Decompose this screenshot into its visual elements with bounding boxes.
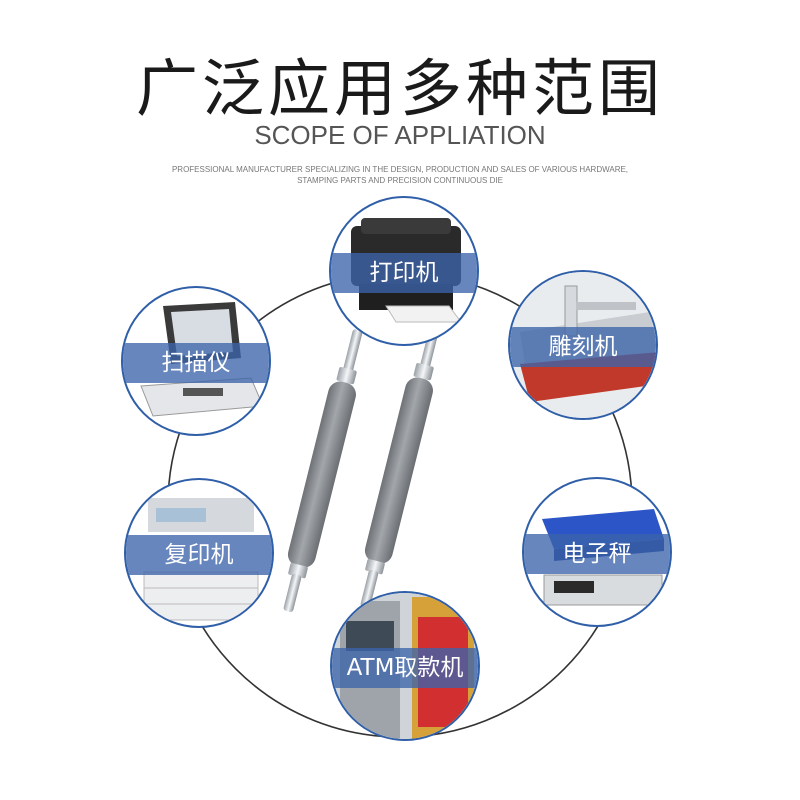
scale-label: 电子秤 bbox=[524, 534, 670, 574]
copier-icon bbox=[143, 498, 259, 621]
page-title: 广泛应用多种范围 bbox=[135, 52, 664, 125]
page-subtitle: SCOPE OF APPLIATION bbox=[254, 120, 546, 150]
company-description: PROFESSIONAL MANUFACTURER SPECIALIZING I… bbox=[160, 164, 640, 186]
engraver-label: 雕刻机 bbox=[510, 327, 656, 367]
application-scanner: 扫描仪 bbox=[121, 286, 271, 436]
application-copier: 复印机 bbox=[124, 478, 274, 628]
description-line-2: STAMPING PARTS AND PRECISION CONTINUOUS … bbox=[297, 176, 503, 185]
application-atm: ATM取款机 bbox=[330, 591, 480, 741]
application-printer: 打印机 bbox=[329, 196, 479, 346]
copier-label: 复印机 bbox=[126, 535, 272, 575]
application-scale: 电子秤 bbox=[522, 477, 672, 627]
application-engraver: 雕刻机 bbox=[508, 270, 658, 420]
printer-label: 打印机 bbox=[331, 253, 477, 293]
scanner-label: 扫描仪 bbox=[123, 343, 269, 383]
atm-label: ATM取款机 bbox=[332, 648, 478, 688]
description-line-1: PROFESSIONAL MANUFACTURER SPECIALIZING I… bbox=[171, 165, 629, 174]
rubber-roller-icon bbox=[283, 325, 440, 612]
